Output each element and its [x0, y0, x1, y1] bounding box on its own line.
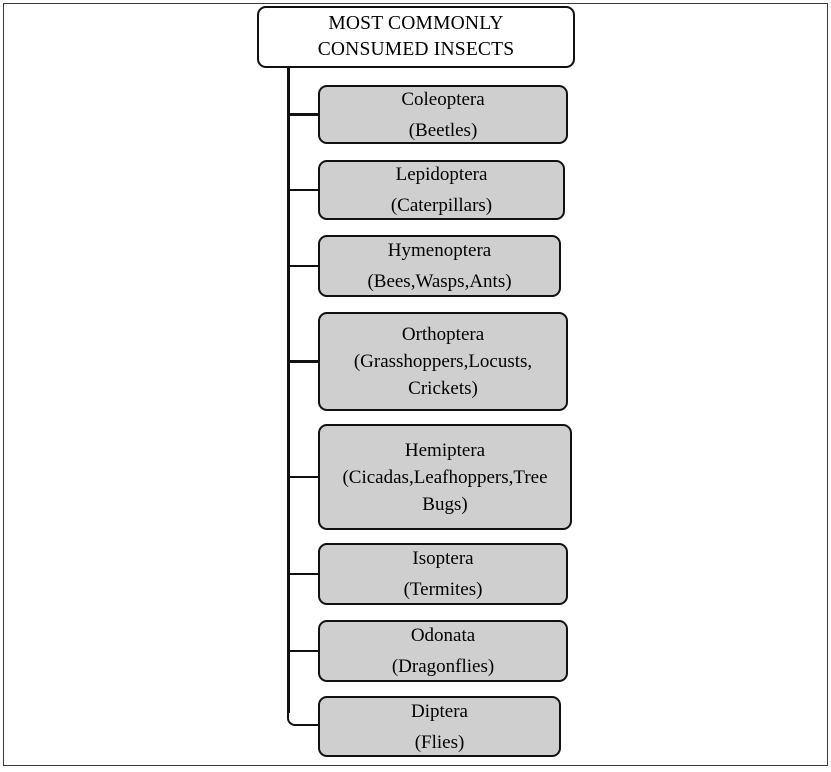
child-node-coleoptera-line-1: Coleoptera — [401, 88, 485, 110]
child-node-orthoptera-line-3: Crickets) — [408, 378, 478, 399]
root-node-label-line-1: MOST COMMONLY — [328, 13, 504, 34]
child-node-lepidoptera-line-1: Lepidoptera — [395, 164, 488, 185]
child-node-diptera: Diptera (Flies) — [318, 696, 561, 757]
child-node-orthoptera-line-2: (Grasshoppers,Locusts, — [353, 351, 533, 372]
child-node-lepidoptera-line-2: (Caterpillars) — [390, 195, 493, 216]
child-node-hemiptera-line-2: (Cicadas,Leafhoppers,Tree — [342, 466, 548, 488]
child-node-isoptera: Isoptera (Termites) — [318, 543, 568, 605]
root-node-most-commonly-consumed-insects: MOST COMMONLY CONSUMED INSECTS — [257, 6, 575, 68]
child-node-isoptera-line-2: (Termites) — [403, 579, 483, 600]
child-node-odonata: Odonata (Dragonflies) — [318, 620, 568, 682]
child-node-isoptera-line-1: Isoptera — [412, 548, 474, 569]
connector-stub-coleoptera — [287, 113, 320, 116]
child-node-hymenoptera-line-2: (Bees,Wasps,Ants) — [367, 271, 512, 292]
child-node-orthoptera: Orthoptera (Grasshoppers,Locusts, Crickets… — [318, 312, 568, 411]
connector-stub-odonata — [287, 649, 320, 653]
child-node-orthoptera-line-1: Orthoptera — [401, 324, 485, 345]
child-node-diptera-line-1: Diptera — [411, 700, 468, 722]
connector-stub-hymenoptera — [287, 264, 320, 268]
child-node-diptera-line-2: (Flies) — [414, 731, 465, 753]
root-node-label-line-2: CONSUMED INSECTS — [317, 39, 515, 60]
child-node-hemiptera-line-3: Bugs) — [422, 493, 468, 515]
child-node-odonata-line-2: (Dragonflies) — [391, 656, 495, 677]
child-node-coleoptera: Coleoptera (Beetles) — [318, 85, 568, 144]
connector-trunk-elbow — [287, 711, 320, 727]
child-node-hymenoptera: Hymenoptera (Bees,Wasps,Ants) — [318, 235, 561, 297]
connector-trunk — [287, 62, 290, 713]
child-node-hemiptera-line-1: Hemiptera — [404, 439, 486, 461]
child-node-lepidoptera: Lepidoptera (Caterpillars) — [318, 160, 565, 220]
connector-stub-lepidoptera — [287, 188, 320, 192]
connector-stub-hemiptera — [287, 475, 320, 479]
connector-stub-orthoptera — [287, 360, 320, 363]
child-node-odonata-line-1: Odonata — [410, 625, 476, 646]
connector-stub-isoptera — [287, 572, 320, 576]
child-node-coleoptera-line-2: (Beetles) — [408, 119, 478, 141]
child-node-hymenoptera-line-1: Hymenoptera — [387, 240, 492, 261]
